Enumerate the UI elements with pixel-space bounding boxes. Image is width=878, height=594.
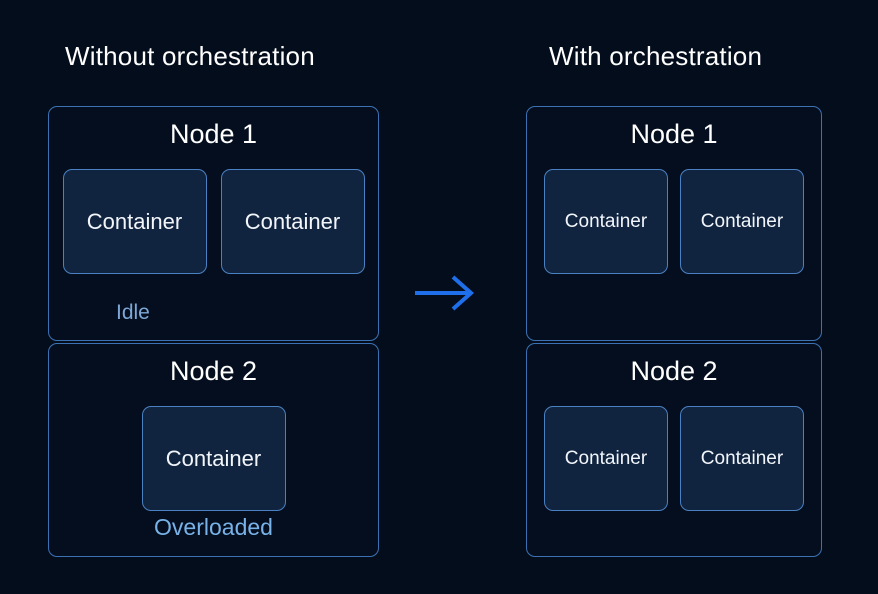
- node-box-without-node-1[interactable]: Node 1 Container Container Idle: [48, 106, 379, 341]
- status-badge-overloaded: Overloaded: [154, 514, 273, 540]
- container-box[interactable]: Container: [544, 169, 668, 274]
- right-arrow-icon: [415, 275, 475, 311]
- container-row: Container Container: [49, 169, 378, 274]
- node-title: Node 1: [169, 119, 258, 149]
- container-box[interactable]: Container: [680, 169, 804, 274]
- container-row: Container: [49, 406, 378, 511]
- column-title-with-orchestration: With orchestration: [549, 41, 763, 71]
- node-title: Node 2: [630, 356, 718, 386]
- container-row: Container Container: [527, 406, 821, 511]
- container-box[interactable]: Container: [220, 169, 365, 274]
- container-row: Container Container: [527, 169, 821, 274]
- node-box-with-node-1[interactable]: Node 1 Container Container: [526, 106, 822, 341]
- container-box[interactable]: Container: [141, 406, 286, 511]
- node-title: Node 2: [169, 356, 258, 386]
- panel-without-orchestration: Node 1 Container Container Idle Node 2 C…: [48, 106, 379, 557]
- container-box[interactable]: Container: [62, 169, 207, 274]
- container-box[interactable]: Container: [544, 406, 668, 511]
- node-box-with-node-2[interactable]: Node 2 Container Container: [526, 343, 822, 557]
- status-badge-idle: Idle: [116, 301, 150, 324]
- node-title: Node 1: [630, 119, 718, 149]
- column-title-without-orchestration: Without orchestration: [65, 41, 315, 71]
- panel-with-orchestration: Node 1 Container Container Node 2 Contai…: [526, 106, 822, 557]
- container-box[interactable]: Container: [680, 406, 804, 511]
- node-box-without-node-2[interactable]: Node 2 Container Overloaded: [48, 343, 379, 557]
